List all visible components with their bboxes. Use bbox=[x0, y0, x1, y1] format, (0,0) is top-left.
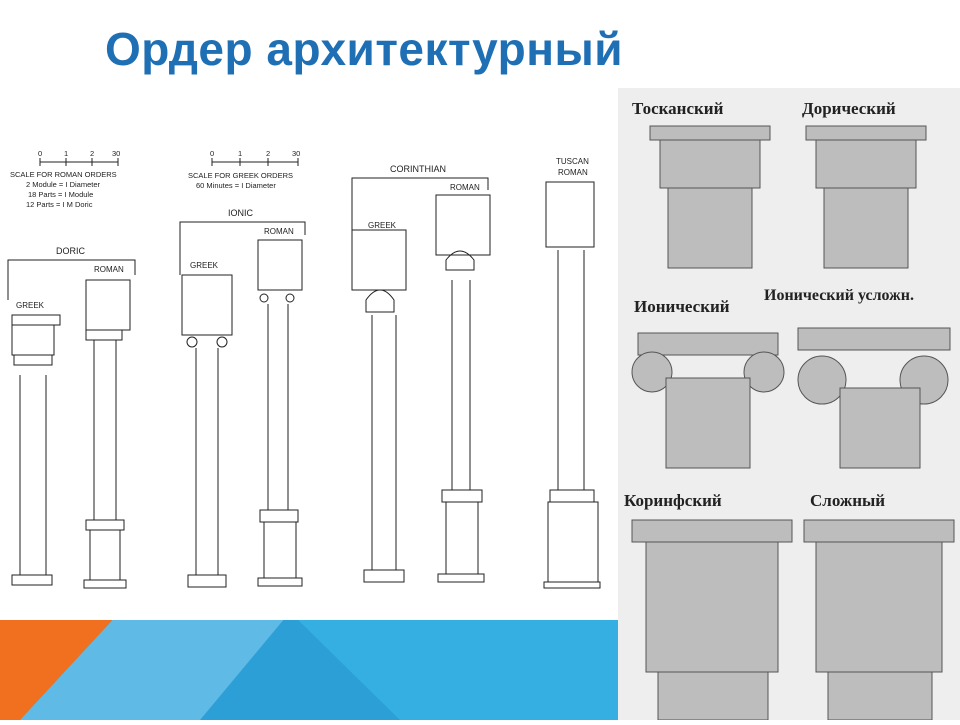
scale-roman-line2: 2 Module = I Diameter bbox=[26, 180, 100, 189]
label-ionic-roman: ROMAN bbox=[264, 227, 294, 236]
orders-drawing: 0 1 2 30 SCALE FOR ROMAN ORDERS 2 Module… bbox=[0, 120, 618, 620]
label-tuscan-ru: Тосканский bbox=[632, 99, 724, 118]
page-title: Ордер архитектурный bbox=[105, 23, 624, 75]
label-ionic-complex-ru: Ионический усложн. bbox=[764, 287, 914, 304]
scale-greek-tick-3: 30 bbox=[292, 149, 300, 158]
label-tuscan: TUSCAN bbox=[556, 157, 589, 166]
orders-drawing-svg: 0 1 2 30 SCALE FOR ROMAN ORDERS 2 Module… bbox=[7, 149, 601, 589]
scale-roman-line1: SCALE FOR ROMAN ORDERS bbox=[10, 170, 117, 179]
scale-greek-line2: 60 Minutes = I Diameter bbox=[196, 181, 276, 190]
label-corinthian: CORINTHIAN bbox=[390, 164, 446, 174]
scale-greek-line1: SCALE FOR GREEK ORDERS bbox=[188, 171, 293, 180]
capitals-photo: Тосканский Дорический Ионический Ионичес… bbox=[618, 88, 960, 721]
capitals-photo-svg: Тосканский Дорический Ионический Ионичес… bbox=[618, 88, 960, 721]
label-ionic-greek: GREEK bbox=[190, 261, 219, 270]
scale-roman-tick-0: 0 bbox=[38, 149, 42, 158]
scale-roman-line4: 12 Parts = I M Doric bbox=[26, 200, 93, 209]
scale-greek-tick-2: 2 bbox=[266, 149, 270, 158]
label-ionic: IONIC bbox=[228, 208, 254, 218]
scale-roman-tick-2: 2 bbox=[90, 149, 94, 158]
scale-greek-tick-1: 1 bbox=[238, 149, 242, 158]
scale-greek-tick-0: 0 bbox=[210, 149, 214, 158]
label-corinthian-roman: ROMAN bbox=[450, 183, 480, 192]
label-ionic-ru: Ионический bbox=[634, 297, 730, 316]
scale-roman-tick-1: 1 bbox=[64, 149, 68, 158]
scale-roman-tick-3: 30 bbox=[112, 149, 120, 158]
label-tuscan-roman: ROMAN bbox=[558, 168, 588, 177]
label-corinthian-ru: Коринфский bbox=[624, 491, 722, 510]
label-doric: DORIC bbox=[56, 246, 86, 256]
scale-roman-line3: 18 Parts = I Module bbox=[28, 190, 93, 199]
label-composite-ru: Сложный bbox=[810, 491, 885, 510]
label-doric-greek: GREEK bbox=[16, 301, 45, 310]
label-doric-roman: ROMAN bbox=[94, 265, 124, 274]
label-doric-ru: Дорический bbox=[802, 99, 896, 118]
label-corinthian-greek: GREEK bbox=[368, 221, 397, 230]
